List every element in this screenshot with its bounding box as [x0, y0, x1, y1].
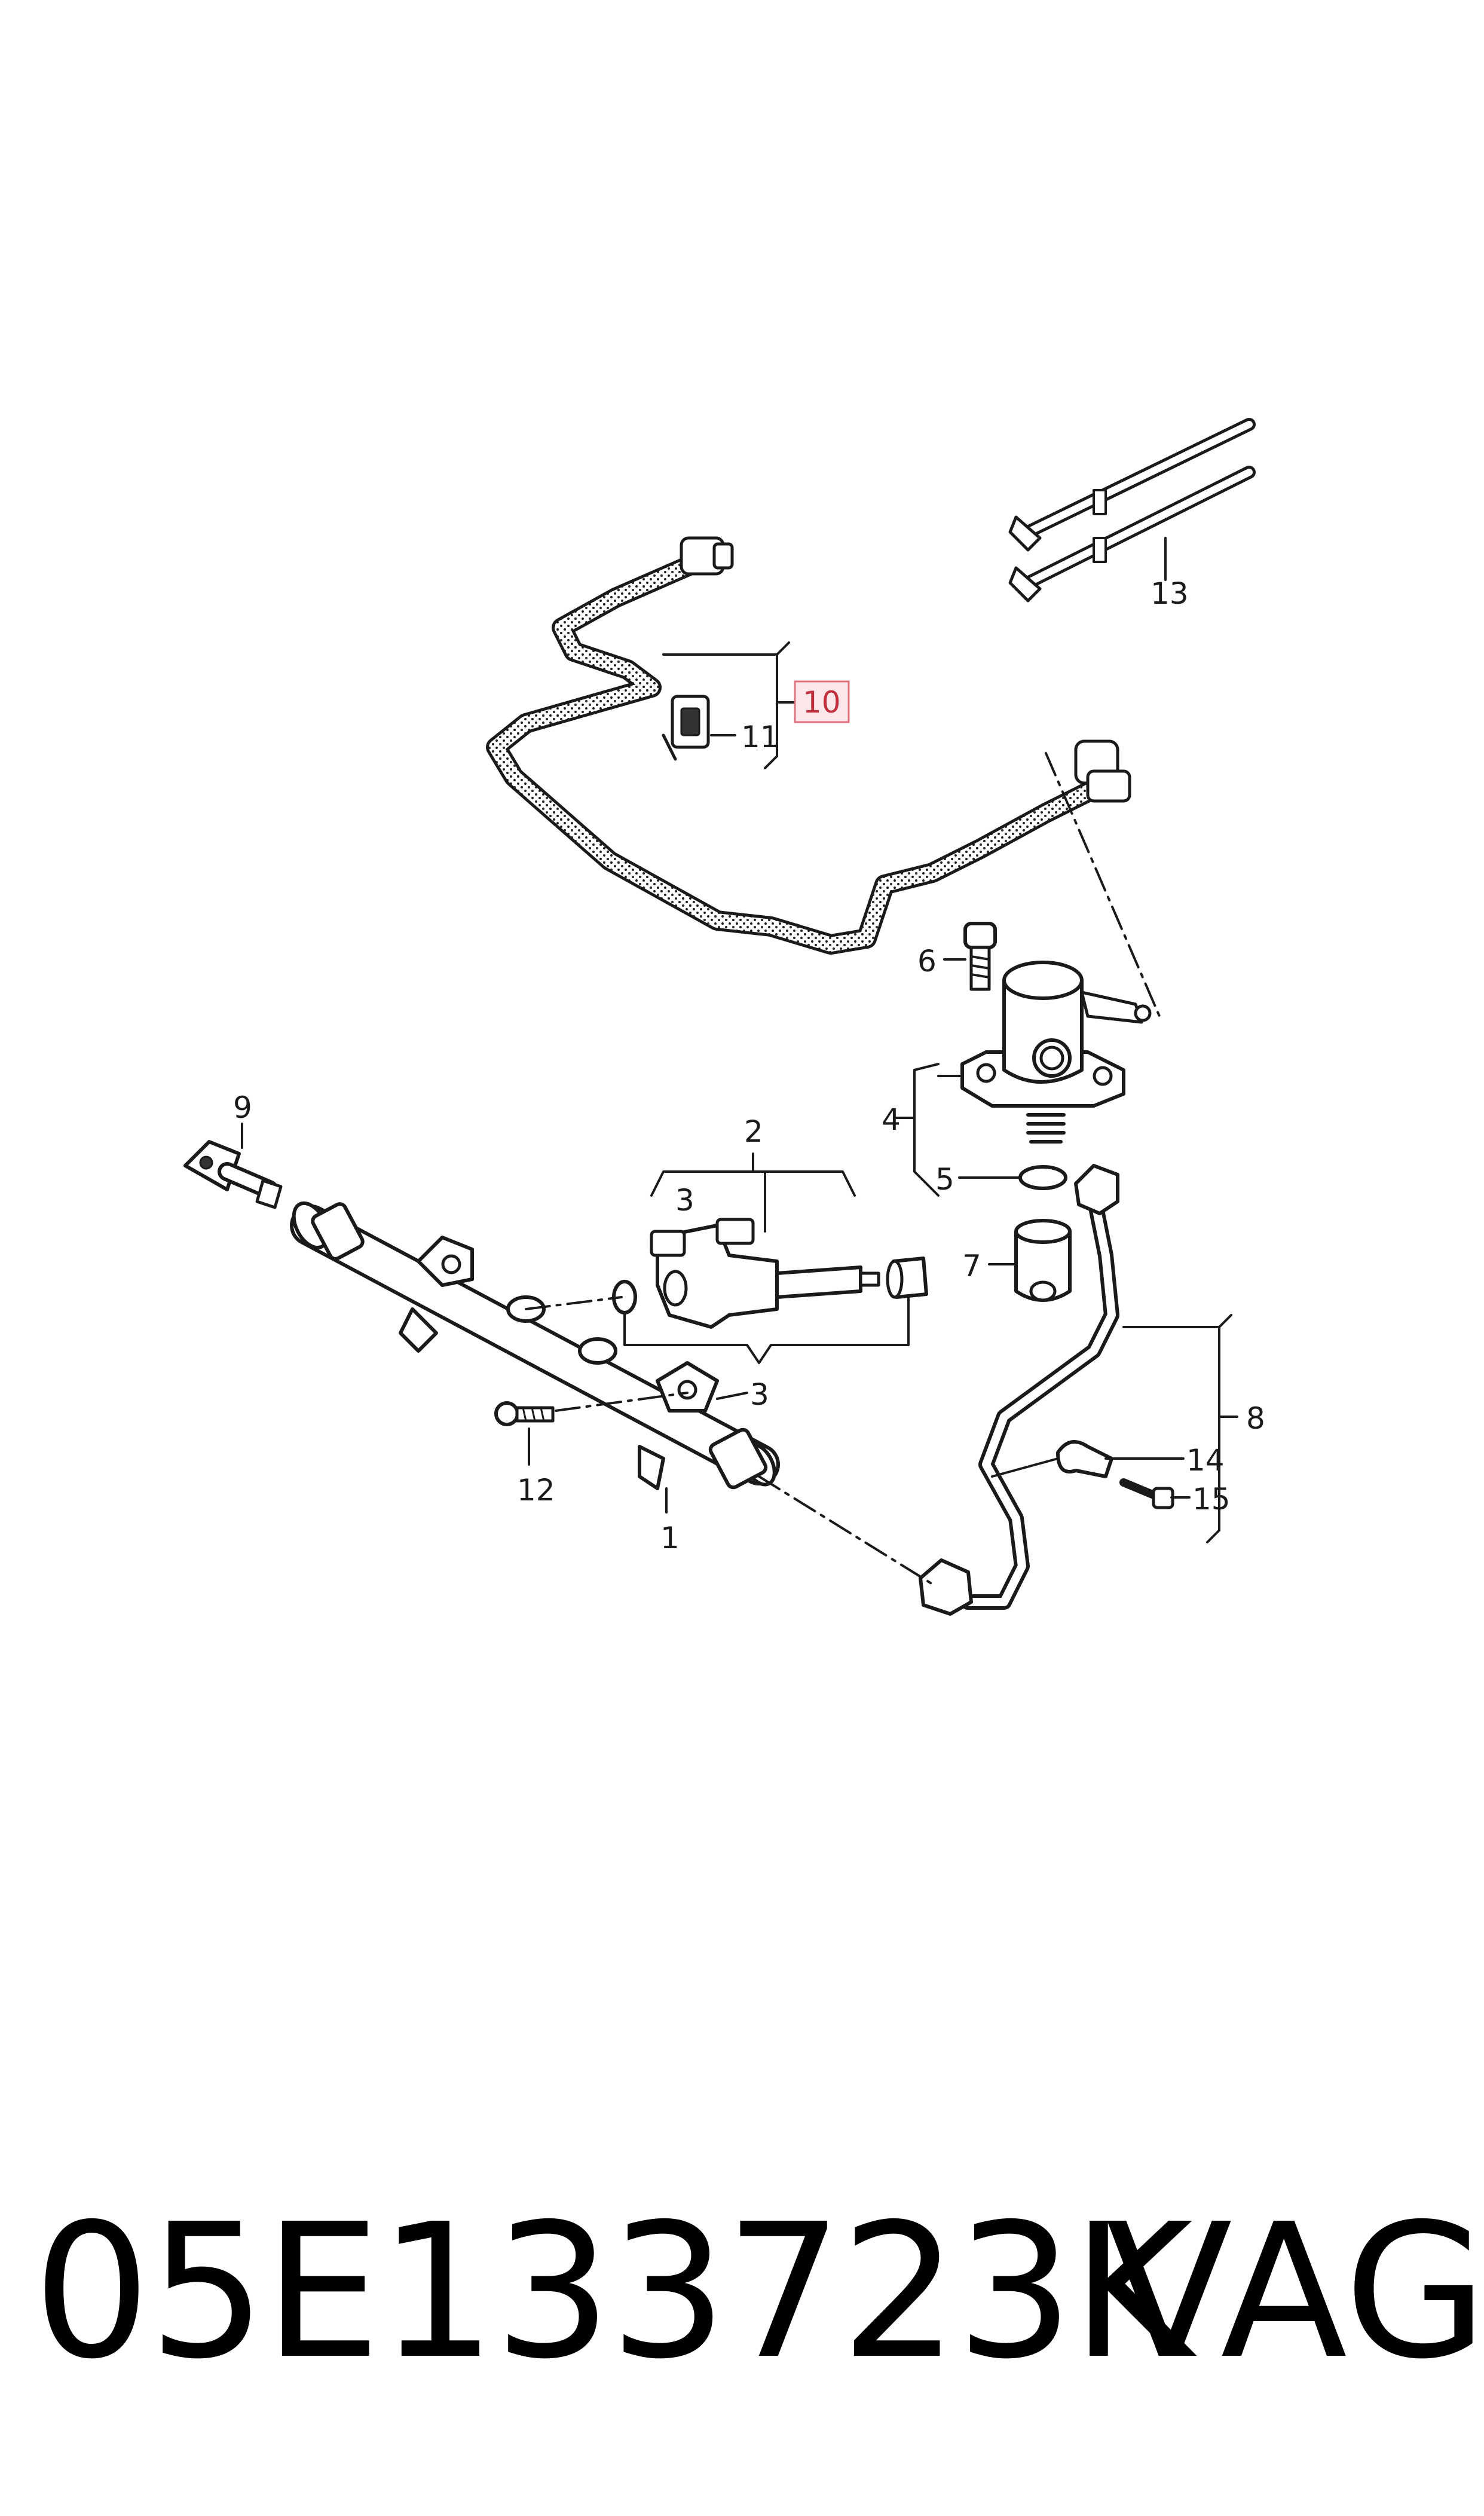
callout-10[interactable]: 10: [803, 685, 841, 720]
callout-10-highlight-box: [794, 680, 850, 723]
callout-3-lower: 3: [750, 1377, 769, 1412]
callout-7: 7: [962, 1249, 981, 1283]
callout-labels: 1 2 3 3 4 5 6 7 8 9 10 11 12 13 14 15: [233, 576, 1265, 1555]
seal-sleeve-part-3: [886, 1257, 928, 1299]
callout-5: 5: [935, 1162, 954, 1197]
callout-6: 6: [917, 944, 937, 979]
callout-1: 1: [660, 1521, 680, 1555]
o-ring-part-5: [1018, 1165, 1067, 1190]
screw-part-15: [1119, 1478, 1174, 1509]
callout-2: 2: [744, 1114, 763, 1149]
injector-part-2: [650, 1218, 880, 1329]
callout-13: 13: [1151, 576, 1189, 611]
hose-part-10: [486, 536, 1131, 955]
leader-lines: [241, 573, 1238, 1543]
callout-12: 12: [517, 1473, 555, 1508]
fuel-line-part-8: [919, 1164, 1119, 1616]
callout-14: 14: [1186, 1443, 1225, 1478]
bolt-part-12: [494, 1401, 555, 1426]
cable-ties-part-13: [1008, 418, 1256, 603]
fuel-rail-part-1: [290, 1201, 780, 1490]
callout-8: 8: [1246, 1401, 1265, 1436]
fuel-pump-part-4: [960, 961, 1152, 1144]
callout-15: 15: [1192, 1482, 1231, 1517]
callout-11: 11: [741, 720, 779, 754]
callout-3-upper: 3: [675, 1183, 694, 1218]
pressure-sensor-part-9: [183, 1140, 283, 1209]
callout-4: 4: [882, 1102, 901, 1137]
dash-dot-lines: [525, 752, 1161, 1585]
tappet-part-7: [1014, 1219, 1072, 1302]
part-number: 05E133723K: [33, 2184, 1193, 2400]
sensor-part-11: [662, 695, 710, 761]
brand-name: VAG: [1106, 2184, 1484, 2400]
callout-9: 9: [233, 1090, 252, 1125]
bolt-part-6: [963, 922, 997, 991]
clamp-part-14: [1056, 1440, 1113, 1478]
